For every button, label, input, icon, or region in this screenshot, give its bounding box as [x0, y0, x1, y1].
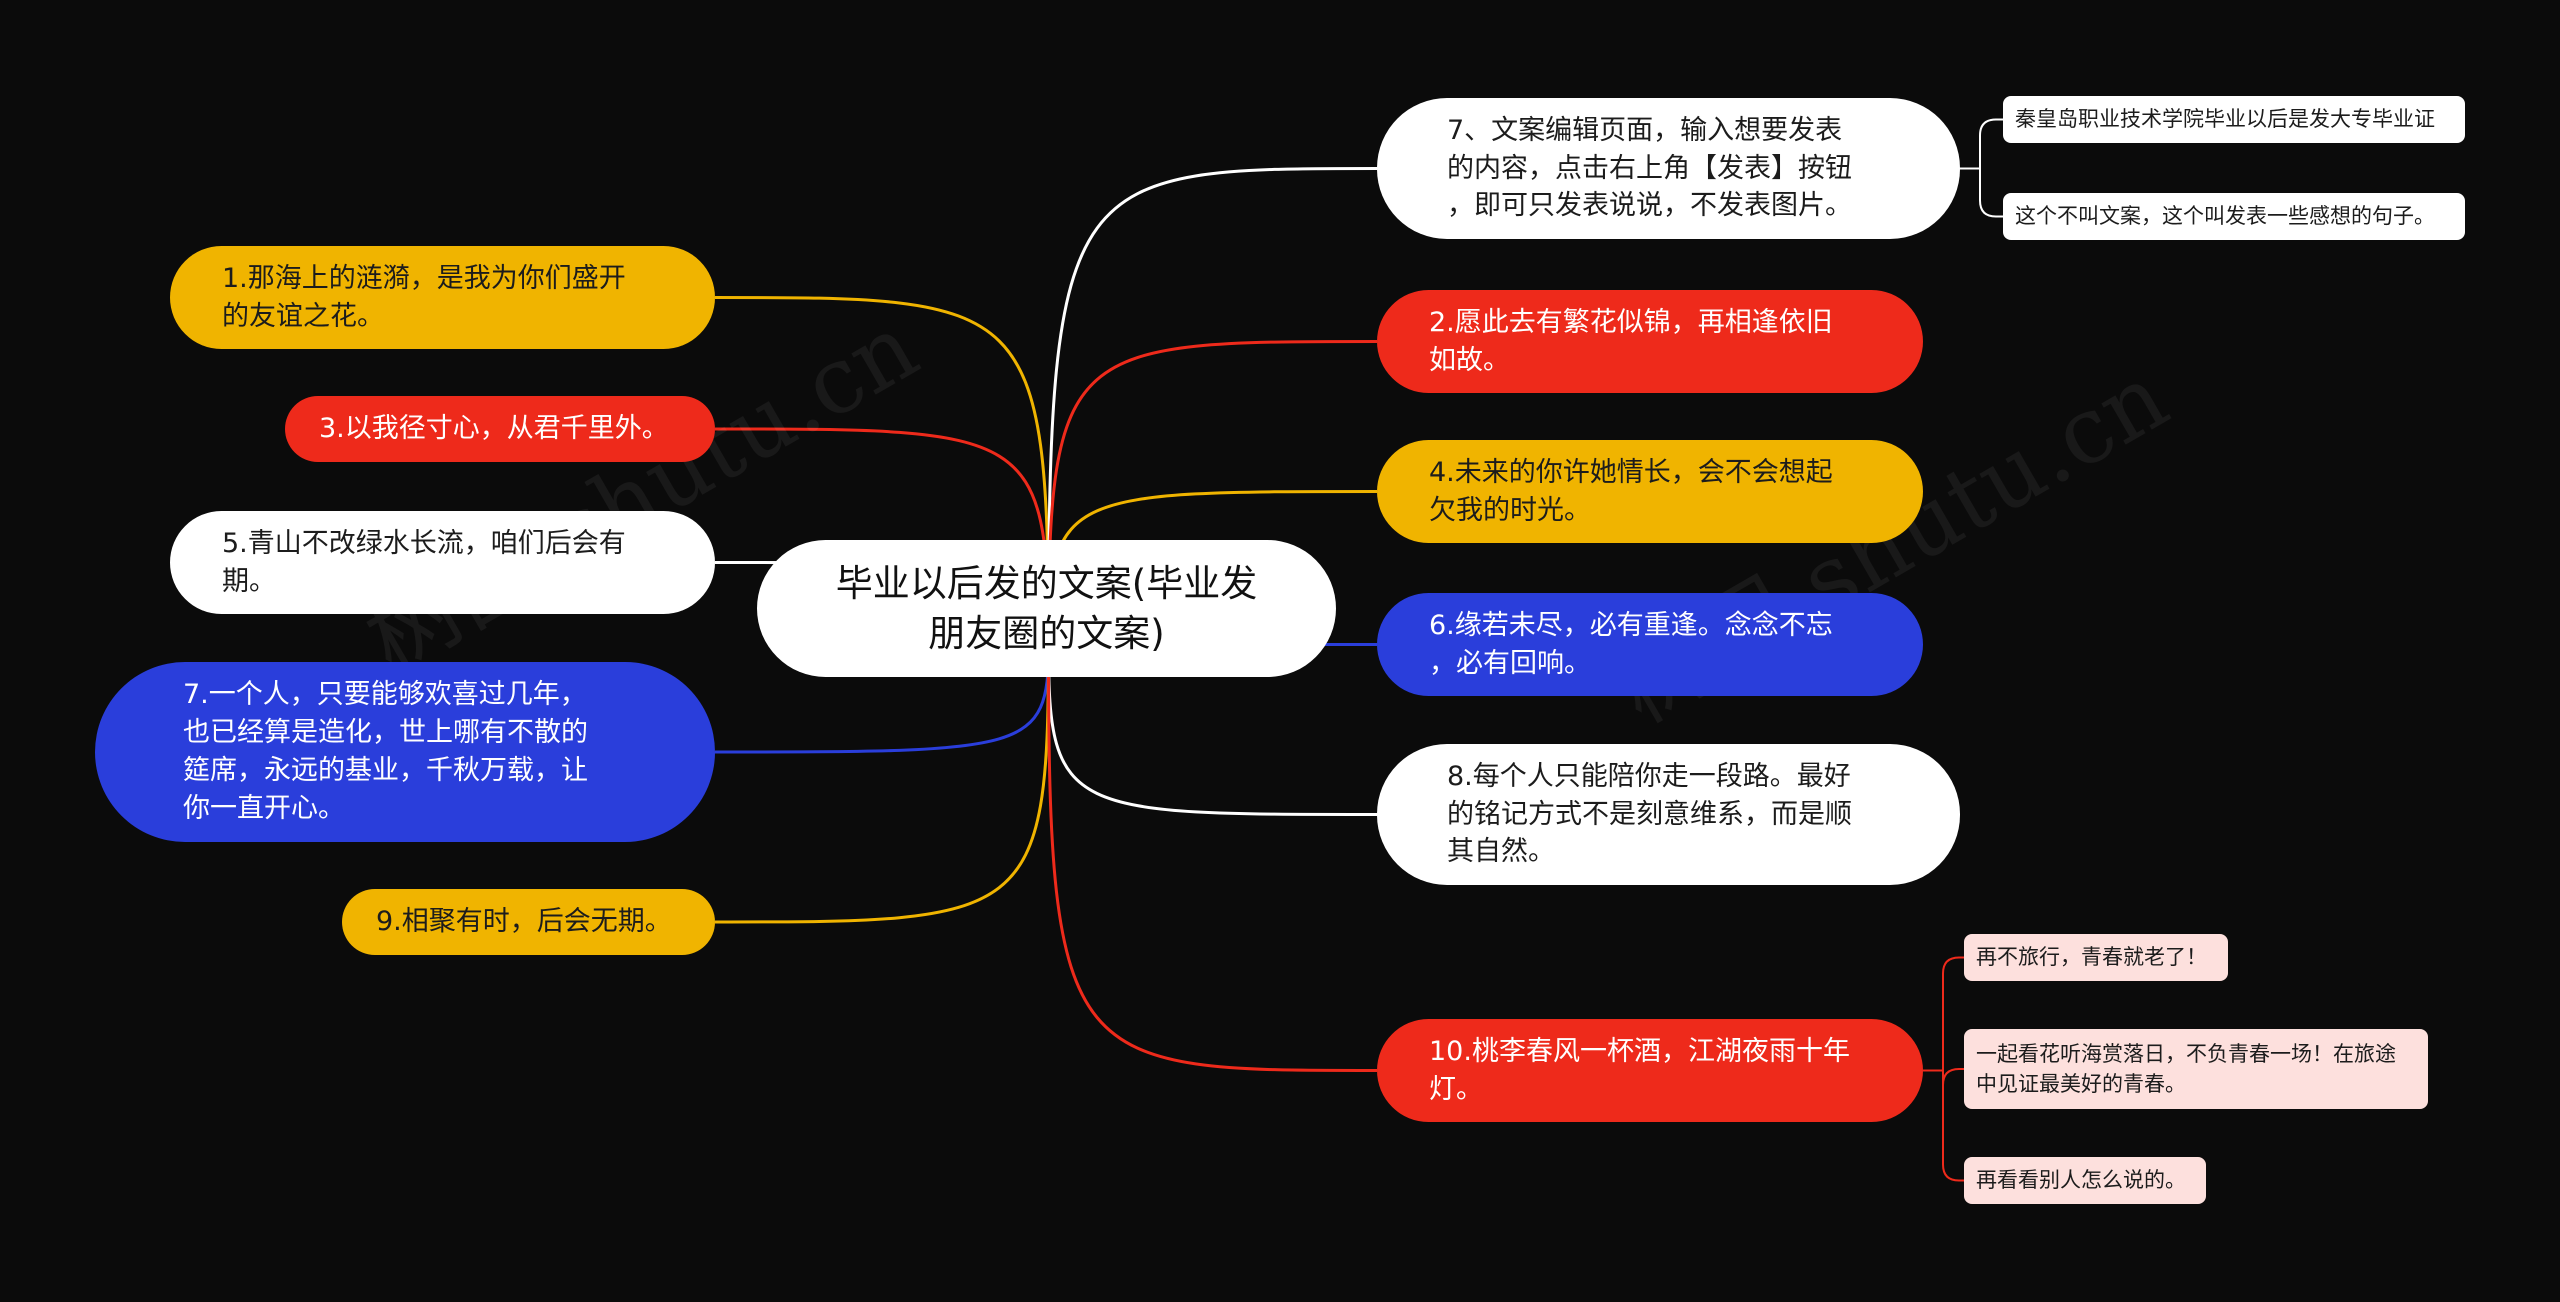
leaf-connector — [1960, 118, 2003, 170]
central-topic[interactable]: 毕业以后发的文案(毕业发 朋友圈的文案) — [757, 540, 1336, 677]
topic-node-left-9[interactable]: 9.相聚有时，后会无期。 — [342, 889, 715, 955]
topic-node-left-7[interactable]: 7.一个人，只要能够欢喜过几年， 也已经算是造化，世上哪有不散的 筵席，永远的基… — [95, 662, 715, 842]
branch-connector — [714, 296, 1050, 647]
topic-node-right-4[interactable]: 4.未来的你许她情长，会不会想起 欠我的时光。 — [1377, 440, 1923, 543]
branch-connector — [714, 646, 1050, 754]
topic-node-left-5[interactable]: 5.青山不改绿水长流，咱们后会有 期。 — [170, 511, 715, 614]
topic-node-right-10[interactable]: 10.桃李春风一杯酒，江湖夜雨十年 灯。 — [1377, 1019, 1923, 1122]
branch-connector — [714, 646, 1050, 924]
topic-node-left-3[interactable]: 3.以我径寸心，从君千里外。 — [285, 396, 715, 462]
leaf-note[interactable]: 再不旅行，青春就老了！ — [1964, 934, 2228, 981]
topic-node-right-6[interactable]: 6.缘若未尽，必有重逢。念念不忘 ，必有回响。 — [1377, 593, 1923, 696]
leaf-connector — [1923, 1069, 1964, 1182]
leaf-note[interactable]: 再看看别人怎么说的。 — [1964, 1157, 2206, 1204]
branch-connector — [1047, 340, 1378, 647]
branch-connector — [1047, 646, 1378, 816]
leaf-note[interactable]: 一起看花听海赏落日，不负青春一场！在旅途 中见证最美好的青春。 — [1964, 1029, 2428, 1109]
leaf-note[interactable]: 秦皇岛职业技术学院毕业以后是发大专毕业证 — [2003, 96, 2465, 143]
topic-node-left-1[interactable]: 1.那海上的涟漪，是我为你们盛开 的友谊之花。 — [170, 246, 715, 349]
branch-connector — [1047, 646, 1378, 1072]
topic-node-right-2[interactable]: 2.愿此去有繁花似锦，再相逢依旧 如故。 — [1377, 290, 1923, 393]
branch-connector — [1047, 167, 1378, 647]
leaf-note[interactable]: 这个不叫文案，这个叫发表一些感想的句子。 — [2003, 193, 2465, 240]
leaf-connector — [1923, 956, 1964, 1072]
topic-node-right-7[interactable]: 7、文案编辑页面，输入想要发表 的内容，点击右上角【发表】按钮 ，即可只发表说说… — [1377, 98, 1960, 239]
leaf-connector — [1960, 167, 2003, 218]
topic-node-right-8[interactable]: 8.每个人只能陪你走一段路。最好 的铭记方式不是刻意维系，而是顺 其自然。 — [1377, 744, 1960, 885]
